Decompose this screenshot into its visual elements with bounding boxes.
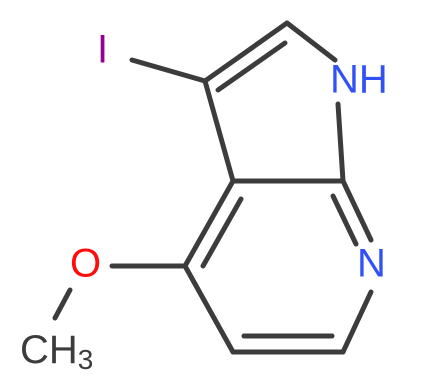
bond-c3-c2-inner (215, 40, 288, 93)
bond-n7-c6 (340, 289, 374, 355)
bond-c4-c3a-inner (200, 196, 244, 269)
atom-n-pyridine: N (357, 242, 386, 286)
bond-c7a-n7-inner (330, 193, 359, 247)
bond-c3-iodine (129, 57, 208, 84)
atom-labels: I NH N O CH3 (20, 28, 388, 376)
bonds (52, 20, 374, 355)
bond-c4-c3a (182, 178, 236, 269)
bond-n1-c7a (335, 101, 346, 184)
atom-methyl-subscript: 3 (78, 344, 94, 375)
bond-c3-c3a (202, 78, 236, 184)
bond-c3-c2 (202, 20, 290, 84)
bond-oxygen-methyl (52, 287, 73, 321)
atom-methyl-main: CH (20, 328, 78, 372)
atom-methyl: CH3 (20, 328, 93, 376)
bond-c2-n1 (284, 20, 338, 63)
atom-iodine: I (97, 28, 108, 72)
atom-oxygen: O (70, 242, 101, 286)
atom-nh: NH (330, 58, 388, 102)
bond-c5-c4 (182, 263, 236, 355)
bond-c7a-n7 (340, 178, 374, 243)
